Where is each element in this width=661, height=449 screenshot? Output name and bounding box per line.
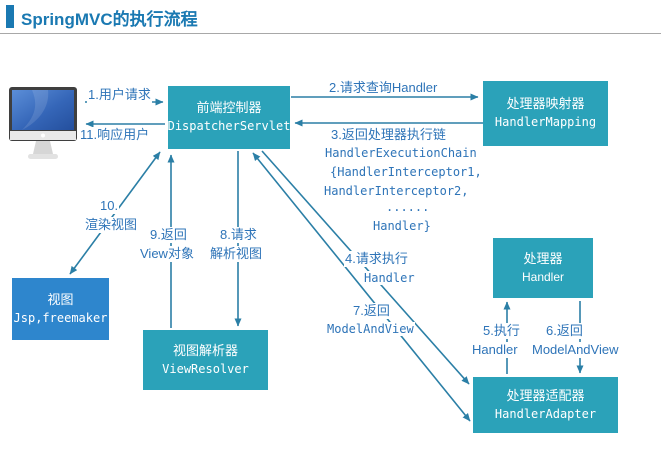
node-view-label-en: Jsp,freemaker: [13, 310, 108, 325]
label-4-line1: 4.请求执行: [344, 251, 409, 267]
title-accent-bar: [6, 5, 14, 28]
label-6-line2: ModelAndView: [531, 342, 620, 358]
label-3-line6: Handler}: [372, 219, 432, 234]
label-3-line3: {HandlerInterceptor1,: [329, 165, 483, 180]
node-handler: 处理器 Handler: [493, 238, 593, 298]
node-view-resolver: 视图解析器 ViewResolver: [143, 330, 268, 390]
label-11: 11.响应用户: [79, 127, 151, 143]
node-handler-adapter-label-en: HandlerAdapter: [494, 406, 597, 421]
label-6-line1: 6.返回: [545, 323, 584, 339]
node-handler-mapping-label-en: HandlerMapping: [494, 115, 597, 130]
node-handler-adapter-label-cn: 处理器适配器: [506, 387, 585, 403]
node-view-resolver-label-cn: 视图解析器: [172, 342, 238, 358]
label-8-line1: 8.请求: [219, 227, 258, 243]
node-handler-mapping-label-cn: 处理器映射器: [506, 96, 585, 112]
node-handler-adapter: 处理器适配器 HandlerAdapter: [473, 377, 618, 433]
label-9-line1: 9.返回: [149, 227, 188, 243]
label-3-line4: HandlerInterceptor2,: [323, 184, 470, 199]
label-10-line2: 渲染视图: [84, 217, 139, 233]
label-9-line2: View对象: [139, 246, 195, 262]
node-handler-label-cn: 处理器: [523, 250, 563, 266]
edge-return-modelandview: [252, 152, 471, 422]
label-3-line2: HandlerExecutionChain: [324, 146, 478, 161]
page-title: SpringMVC的执行流程: [21, 10, 198, 29]
label-8-line2: 解析视图: [209, 246, 264, 262]
node-view-resolver-label-en: ViewResolver: [162, 361, 249, 376]
label-7-line2: ModelAndView: [326, 322, 415, 337]
node-dispatcher-servlet-label-cn: 前端控制器: [196, 100, 262, 116]
label-2: 2.请求查询Handler: [328, 80, 439, 96]
label-3-line5: ......: [385, 200, 431, 215]
node-view: 视图 Jsp,freemaker: [12, 278, 109, 340]
label-1: 1.用户请求: [87, 87, 152, 103]
label-7-line1: 7.返回: [352, 303, 391, 319]
node-dispatcher-servlet: 前端控制器 DispatcherServlet: [168, 86, 290, 149]
label-4-line2: Handler: [363, 271, 416, 286]
node-dispatcher-servlet-label-en: DispatcherServlet: [167, 119, 291, 134]
label-3-line1: 3.返回处理器执行链: [330, 127, 447, 143]
label-5-line1: 5.执行: [482, 323, 521, 339]
node-handler-mapping: 处理器映射器 HandlerMapping: [483, 81, 608, 146]
label-5-line2: Handler: [471, 342, 519, 358]
node-handler-label-en: Handler: [521, 269, 565, 284]
computer-icon: [9, 87, 77, 159]
label-10-line1: 10.: [99, 198, 120, 214]
page-header: SpringMVC的执行流程: [0, 0, 661, 34]
node-view-label-cn: 视图: [47, 291, 74, 307]
